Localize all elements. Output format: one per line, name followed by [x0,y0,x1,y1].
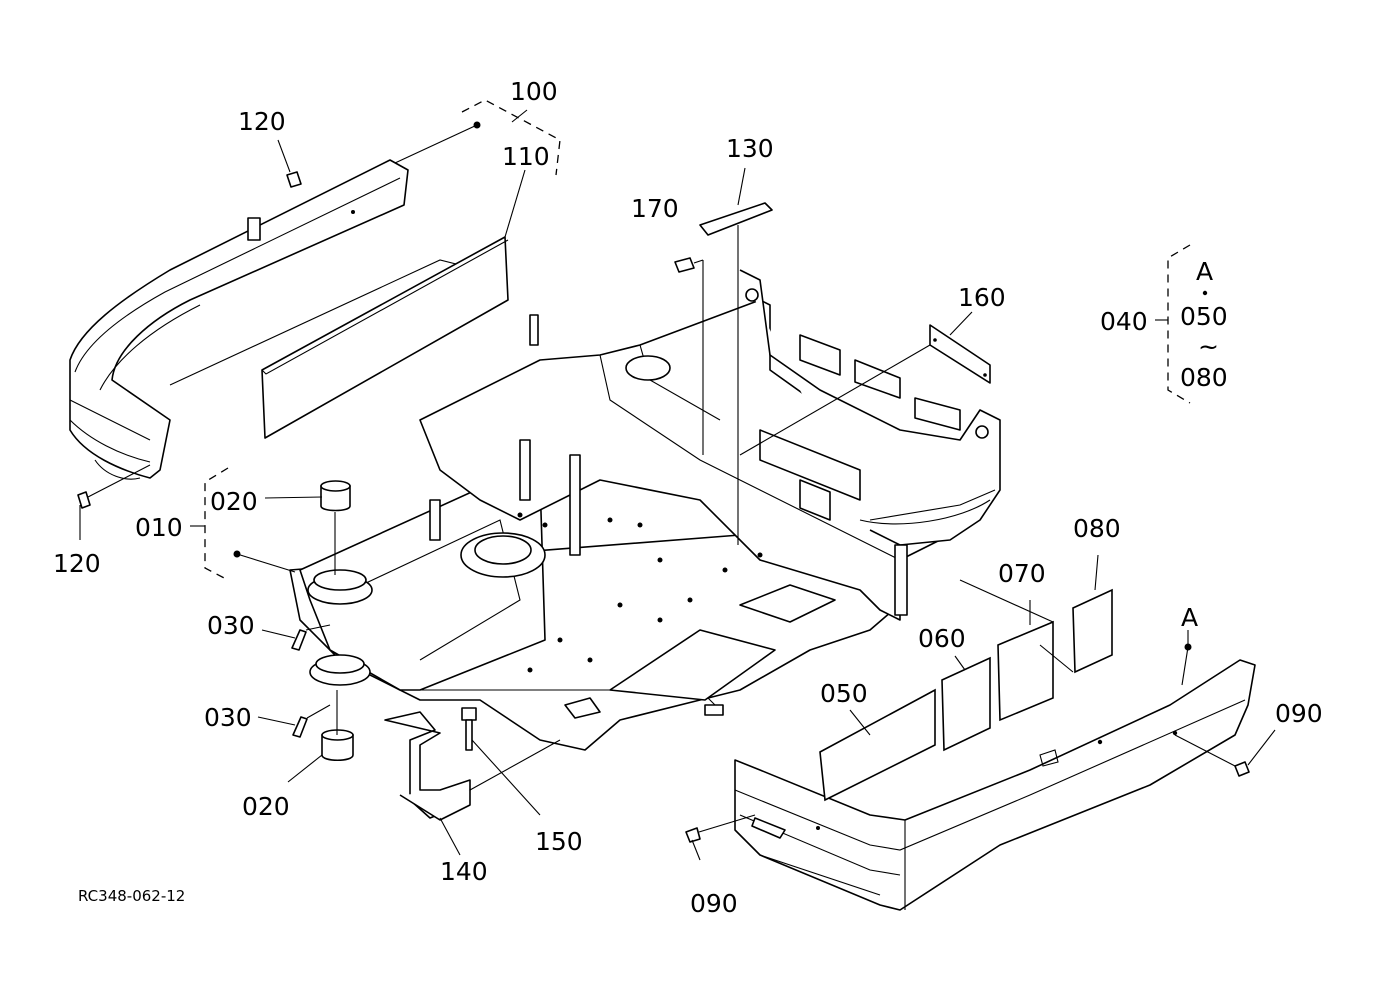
label-A: A [1181,603,1198,632]
label-030-lower: 030 [204,703,252,732]
label-120-upper: 120 [238,107,286,136]
label-080-range: 080 [1180,363,1228,392]
part-130 [699,202,773,236]
label-070: 070 [998,559,1046,588]
label-110: 110 [502,142,550,171]
part-120-bolt-lower [77,491,91,509]
label-050: 050 [820,679,868,708]
main-frame-part [289,269,1001,751]
rear-cover-part [69,159,461,480]
drawing-code: RC348-062-12 [78,887,185,905]
part-030-fitting-lower [292,716,308,738]
label-170: 170 [631,194,679,223]
pad-070 [997,620,1054,722]
label-010: 010 [135,513,183,542]
label-090-left: 090 [690,889,738,918]
part-120-bolt-upper [286,171,302,188]
front-counterweight-part [734,659,1256,911]
label-120-lower: 120 [53,549,101,578]
label-020-lower: 020 [242,792,290,821]
pad-060 [941,656,991,752]
label-100: 100 [510,77,558,106]
leader-lines [79,99,1276,861]
part-090-bolt-left [685,827,701,843]
label-020-upper: 020 [210,487,258,516]
label-090-right: 090 [1275,699,1323,728]
label-140: 140 [440,857,488,886]
label-080: 080 [1073,514,1121,543]
part-020-bushing-upper [320,480,351,512]
pad-050 [819,688,936,802]
label-130: 130 [726,134,774,163]
label-050-range: 050 [1180,302,1228,331]
label-060: 060 [918,624,966,653]
label-A-group: A [1196,257,1213,286]
part-160 [929,324,991,384]
label-040: 040 [1100,307,1148,336]
plate-110-part [261,236,509,439]
part-150-bolt [461,707,477,751]
label-030-upper: 030 [207,611,255,640]
part-090-bolt-right [1234,761,1250,777]
label-160: 160 [958,283,1006,312]
label-150: 150 [535,827,583,856]
part-170-bolt [674,257,704,455]
part-030-fitting-upper [291,629,307,651]
part-140-bracket [384,711,471,821]
range-symbol: ~ [1198,332,1219,361]
part-labels: 100 110 120 120 130 170 160 040 A 050 ~ … [53,77,1323,918]
pad-080 [1072,588,1113,674]
